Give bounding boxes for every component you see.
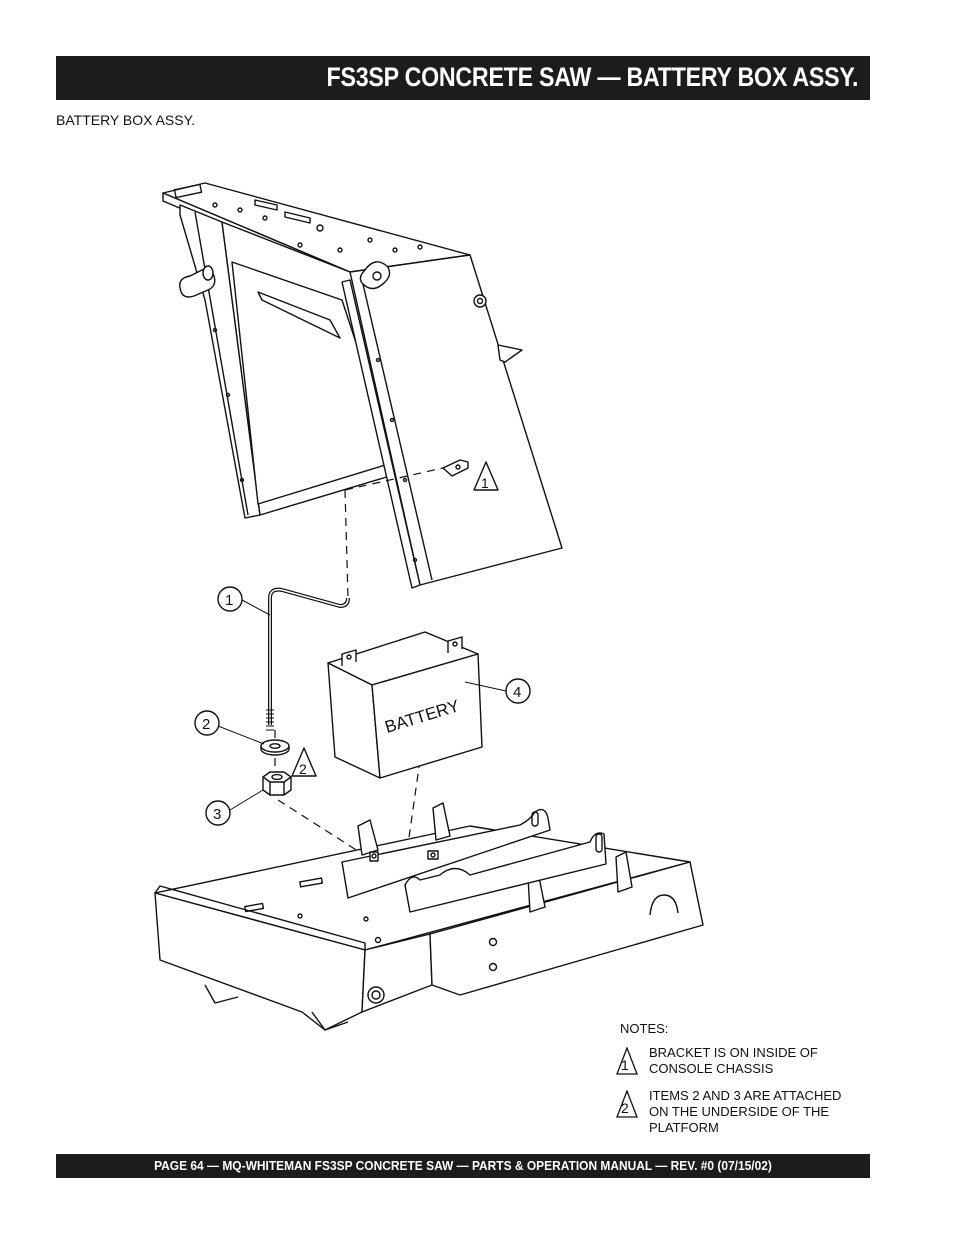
section-subtitle: BATTERY BOX ASSY.	[56, 112, 196, 128]
callout-label-3: 3	[213, 806, 221, 823]
note-item: 1 BRACKET IS ON INSIDE OF CONSOLE CHASSI…	[616, 1045, 886, 1077]
warning-marker-2	[291, 747, 317, 777]
j-bolt	[266, 587, 350, 731]
washer	[260, 739, 290, 756]
warning-marker-label-1: 1	[481, 475, 489, 491]
page-title: FS3SP CONCRETE SAW — BATTERY BOX ASSY.	[326, 62, 858, 92]
callout-label-4: 4	[513, 684, 521, 701]
page-header: FS3SP CONCRETE SAW — BATTERY BOX ASSY.	[56, 56, 870, 100]
warning-marker-1	[473, 461, 499, 491]
notes-heading: NOTES:	[620, 1021, 669, 1036]
note-line: BRACKET IS ON INSIDE OF	[649, 1045, 818, 1060]
hex-nut	[262, 771, 292, 796]
note-line: ITEMS 2 AND 3 ARE ATTACHED	[649, 1088, 842, 1103]
console-chassis	[162, 182, 563, 589]
note-line: CONSOLE CHASSIS	[649, 1061, 774, 1076]
warning-triangle-icon: 1	[616, 1047, 638, 1075]
callout-3	[205, 800, 231, 826]
battery-platform	[154, 802, 704, 1031]
callout-label-2: 2	[202, 716, 210, 733]
page-footer: PAGE 64 — MQ-WHITEMAN FS3SP CONCRETE SAW…	[56, 1154, 870, 1178]
callout-2	[194, 710, 220, 736]
note-marker: 1	[621, 1057, 629, 1073]
note-item: 2 ITEMS 2 AND 3 ARE ATTACHED ON THE UNDE…	[616, 1088, 886, 1136]
warning-marker-label-2: 2	[299, 761, 307, 777]
note-line: PLATFORM	[649, 1120, 719, 1135]
callout-label-1: 1	[225, 592, 233, 609]
battery	[327, 631, 483, 779]
callout-4	[505, 678, 531, 704]
note-line: ON THE UNDERSIDE OF THE	[649, 1104, 830, 1119]
warning-triangle-icon: 2	[616, 1090, 638, 1118]
callout-1	[217, 586, 243, 612]
note-marker: 2	[621, 1100, 629, 1116]
footer-text: PAGE 64 — MQ-WHITEMAN FS3SP CONCRETE SAW…	[154, 1158, 772, 1173]
